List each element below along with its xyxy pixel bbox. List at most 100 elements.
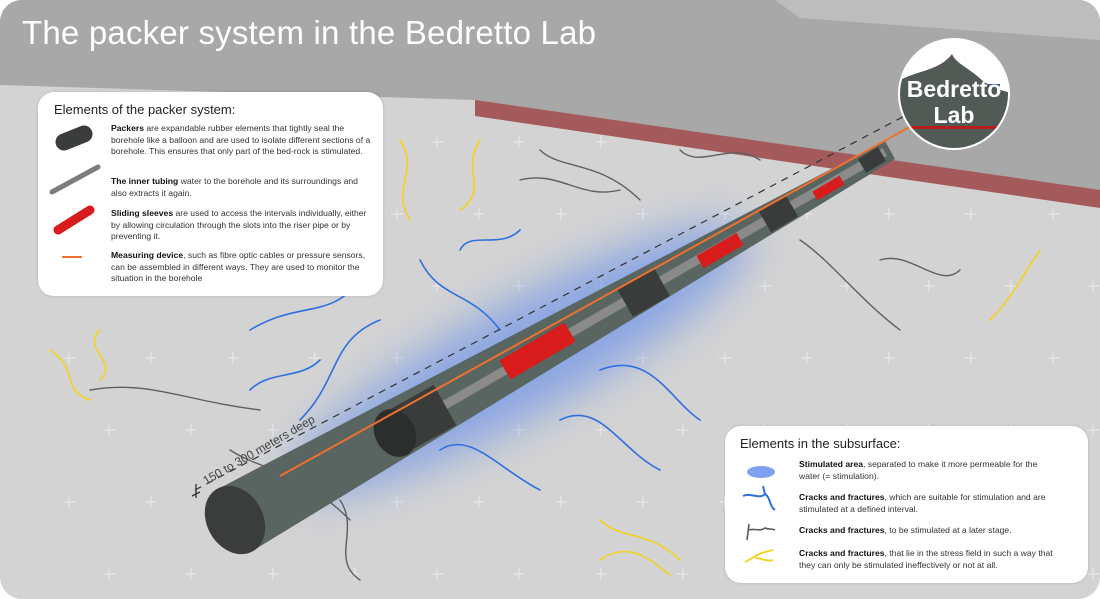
- grid-cross: [800, 352, 813, 364]
- grid-cross: [1086, 424, 1099, 436]
- sliding-sleeve: [499, 322, 576, 380]
- grid-cross: [472, 496, 485, 508]
- grid-cross: [882, 352, 895, 364]
- logo-line1: Bedretto: [906, 76, 1002, 102]
- legend-term: Cracks and fractures: [799, 492, 885, 502]
- packer-face: [373, 409, 417, 457]
- grid-cross: [718, 352, 731, 364]
- grid-cross: [594, 424, 607, 436]
- legend-item-blue-cracks: Cracks and fractures, which are suitable…: [799, 492, 1069, 515]
- measuring-device-line: [279, 123, 916, 477]
- legend-item-gray-cracks: Cracks and fractures, to be stimulated a…: [799, 525, 1069, 537]
- sliding-sleeve: [696, 232, 744, 269]
- grid-cross: [554, 208, 567, 220]
- grid-cross: [636, 352, 649, 364]
- grid-cross: [62, 352, 75, 364]
- grid-cross: [758, 280, 771, 292]
- grid-cross: [430, 136, 443, 148]
- packer-icon: [55, 125, 93, 151]
- gallery-wall: [775, 0, 1100, 40]
- sliding-sleeve-icon: [53, 205, 95, 235]
- grid-cross: [226, 352, 239, 364]
- grid-cross: [594, 568, 607, 580]
- bedretto-lab-logo: Bedretto Lab: [898, 38, 1010, 150]
- grid-cross: [512, 424, 525, 436]
- legend-text: are used to access the intervals individ…: [111, 208, 367, 242]
- grid-cross: [636, 496, 649, 508]
- legend-text: , that lie in the stress field in such a…: [799, 548, 1053, 570]
- grid-cross: [62, 496, 75, 508]
- grid-cross: [266, 568, 279, 580]
- grid-cross: [1046, 352, 1059, 364]
- grid-cross: [922, 280, 935, 292]
- legend-item-yellow-cracks: Cracks and fractures, that lie in the st…: [799, 548, 1069, 571]
- depth-dashed-line: [194, 111, 913, 491]
- legend-text: , to be stimulated at a later stage.: [884, 525, 1012, 535]
- legend-item-sliding-sleeves: Sliding sleeves are used to access the i…: [111, 208, 371, 243]
- gray-crack-icon: [746, 523, 776, 541]
- measuring-line-icon: [62, 256, 82, 258]
- packer: [617, 268, 670, 317]
- grid-cross: [512, 280, 525, 292]
- grid-cross: [390, 208, 403, 220]
- grid-cross: [636, 208, 649, 220]
- legend-item-measuring-device: Measuring device, such as fibre optic ca…: [111, 250, 371, 285]
- legend-heading: Elements of the packer system:: [54, 102, 236, 117]
- grid-cross: [512, 568, 525, 580]
- sliding-sleeves: [499, 175, 845, 380]
- legend-text: water to the borehole and its surroundin…: [111, 176, 358, 198]
- blue-crack: [249, 229, 701, 491]
- grid-cross: [266, 424, 279, 436]
- subsurface-legend: Elements in the subsurface: Stimulated a…: [725, 426, 1088, 583]
- grid-cross: [102, 568, 115, 580]
- grid-cross: [1046, 208, 1059, 220]
- yellow-crack: [49, 139, 1041, 576]
- legend-text: , separated to make it more permeable fo…: [799, 459, 1038, 481]
- grid-cross: [1086, 280, 1099, 292]
- blue-crack-icon: [742, 485, 776, 511]
- grid-cross: [184, 424, 197, 436]
- legend-item-packers: Packers are expandable rubber elements t…: [111, 123, 371, 158]
- legend-item-inner-tubing: The inner tubing water to the borehole a…: [111, 176, 371, 199]
- packer: [758, 195, 799, 233]
- grid-cross: [882, 208, 895, 220]
- grid-cross: [718, 208, 731, 220]
- grid-cross: [144, 496, 157, 508]
- gallery-stripe: [475, 100, 1100, 208]
- grid-cross: [430, 568, 443, 580]
- packer-system-legend: Elements of the packer system: Packers a…: [38, 92, 383, 296]
- legend-item-stimulated-area: Stimulated area, separated to make it mo…: [799, 459, 1059, 482]
- grid-cross: [1004, 280, 1017, 292]
- sliding-sleeve: [812, 175, 845, 201]
- grid-cross: [594, 136, 607, 148]
- grid-cross: [676, 424, 689, 436]
- legend-text: , which are suitable for stimulation and…: [799, 492, 1046, 514]
- grid-cross: [390, 352, 403, 364]
- legend-term: Measuring device: [111, 250, 184, 260]
- mountain-icon: [900, 54, 1008, 148]
- legend-term: Packers: [111, 123, 144, 133]
- borehole-end: [204, 485, 266, 555]
- gallery-tunnel: [0, 0, 1100, 200]
- packer: [857, 147, 887, 173]
- legend-term: Cracks and fractures: [799, 548, 885, 558]
- legend-heading: Elements in the subsurface:: [740, 436, 901, 451]
- grid-cross: [554, 496, 567, 508]
- legend-text: , such as fibre optic cables or pressure…: [111, 250, 366, 284]
- grid-cross: [102, 424, 115, 436]
- packers: [373, 147, 887, 457]
- grid-cross: [1086, 568, 1099, 580]
- tubing-icon: [49, 164, 101, 195]
- grid-cross: [964, 208, 977, 220]
- yellow-crack-icon: [744, 549, 774, 563]
- grid-cross: [390, 496, 403, 508]
- legend-term: Stimulated area: [799, 459, 863, 469]
- grid-cross: [964, 352, 977, 364]
- page-title: The packer system in the Bedretto Lab: [22, 14, 597, 51]
- grid-cross: [144, 352, 157, 364]
- grid-cross: [472, 208, 485, 220]
- legend-term: Sliding sleeves: [111, 208, 174, 218]
- grid-cross: [348, 568, 361, 580]
